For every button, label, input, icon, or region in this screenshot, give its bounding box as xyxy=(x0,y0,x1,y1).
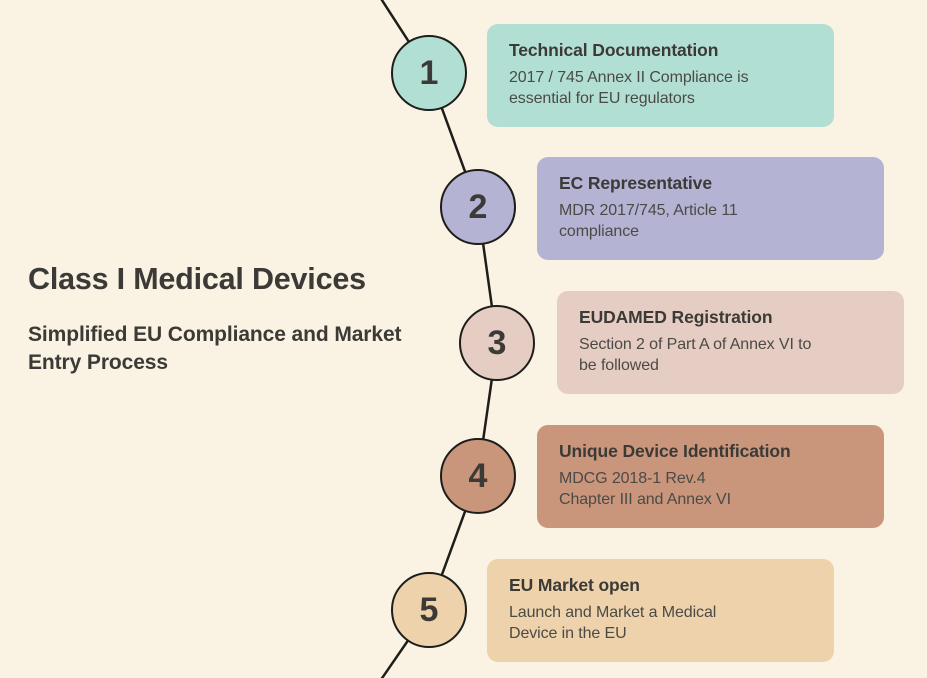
step-node-2[interactable]: 2 xyxy=(440,169,516,245)
page-title: Class I Medical Devices xyxy=(28,262,366,296)
step-node-5-number: 5 xyxy=(419,591,439,629)
step-card-3[interactable]: EUDAMED Registration Section 2 of Part A… xyxy=(557,291,904,394)
step-node-1-number: 1 xyxy=(419,54,439,92)
step-node-3-number: 3 xyxy=(487,324,507,362)
step-card-5-description: Launch and Market a Medical Device in th… xyxy=(509,603,717,642)
step-card-3-description: Section 2 of Part A of Annex VI to be fo… xyxy=(579,335,812,374)
step-card-1[interactable]: Technical Documentation 2017 / 745 Annex… xyxy=(487,24,834,127)
step-card-3-title: EUDAMED Registration xyxy=(579,306,773,327)
step-node-2-number: 2 xyxy=(468,188,488,226)
page-subtitle: Simplified EU Compliance and Market Entr… xyxy=(28,323,402,375)
step-card-2-description: MDR 2017/745, Article 11 compliance xyxy=(559,201,738,240)
step-card-5-title: EU Market open xyxy=(509,574,640,595)
step-node-3[interactable]: 3 xyxy=(459,305,535,381)
step-card-1-title: Technical Documentation xyxy=(509,39,719,60)
step-card-4-title: Unique Device Identification xyxy=(559,440,791,461)
step-card-1-description: 2017 / 745 Annex II Compliance is essent… xyxy=(509,68,749,107)
step-node-4[interactable]: 4 xyxy=(440,438,516,514)
step-card-4-description: MDCG 2018-1 Rev.4 Chapter III and Annex … xyxy=(559,469,731,508)
step-node-1[interactable]: 1 xyxy=(391,35,467,111)
step-card-2[interactable]: EC Representative MDR 2017/745, Article … xyxy=(537,157,884,260)
step-card-2-title: EC Representative xyxy=(559,172,712,193)
step-node-4-number: 4 xyxy=(468,457,488,495)
step-card-5[interactable]: EU Market open Launch and Market a Medic… xyxy=(487,559,834,662)
title-block: Class I Medical Devices Simplified EU Co… xyxy=(28,262,448,378)
step-card-4[interactable]: Unique Device Identification MDCG 2018-1… xyxy=(537,425,884,528)
step-node-5[interactable]: 5 xyxy=(391,572,467,648)
